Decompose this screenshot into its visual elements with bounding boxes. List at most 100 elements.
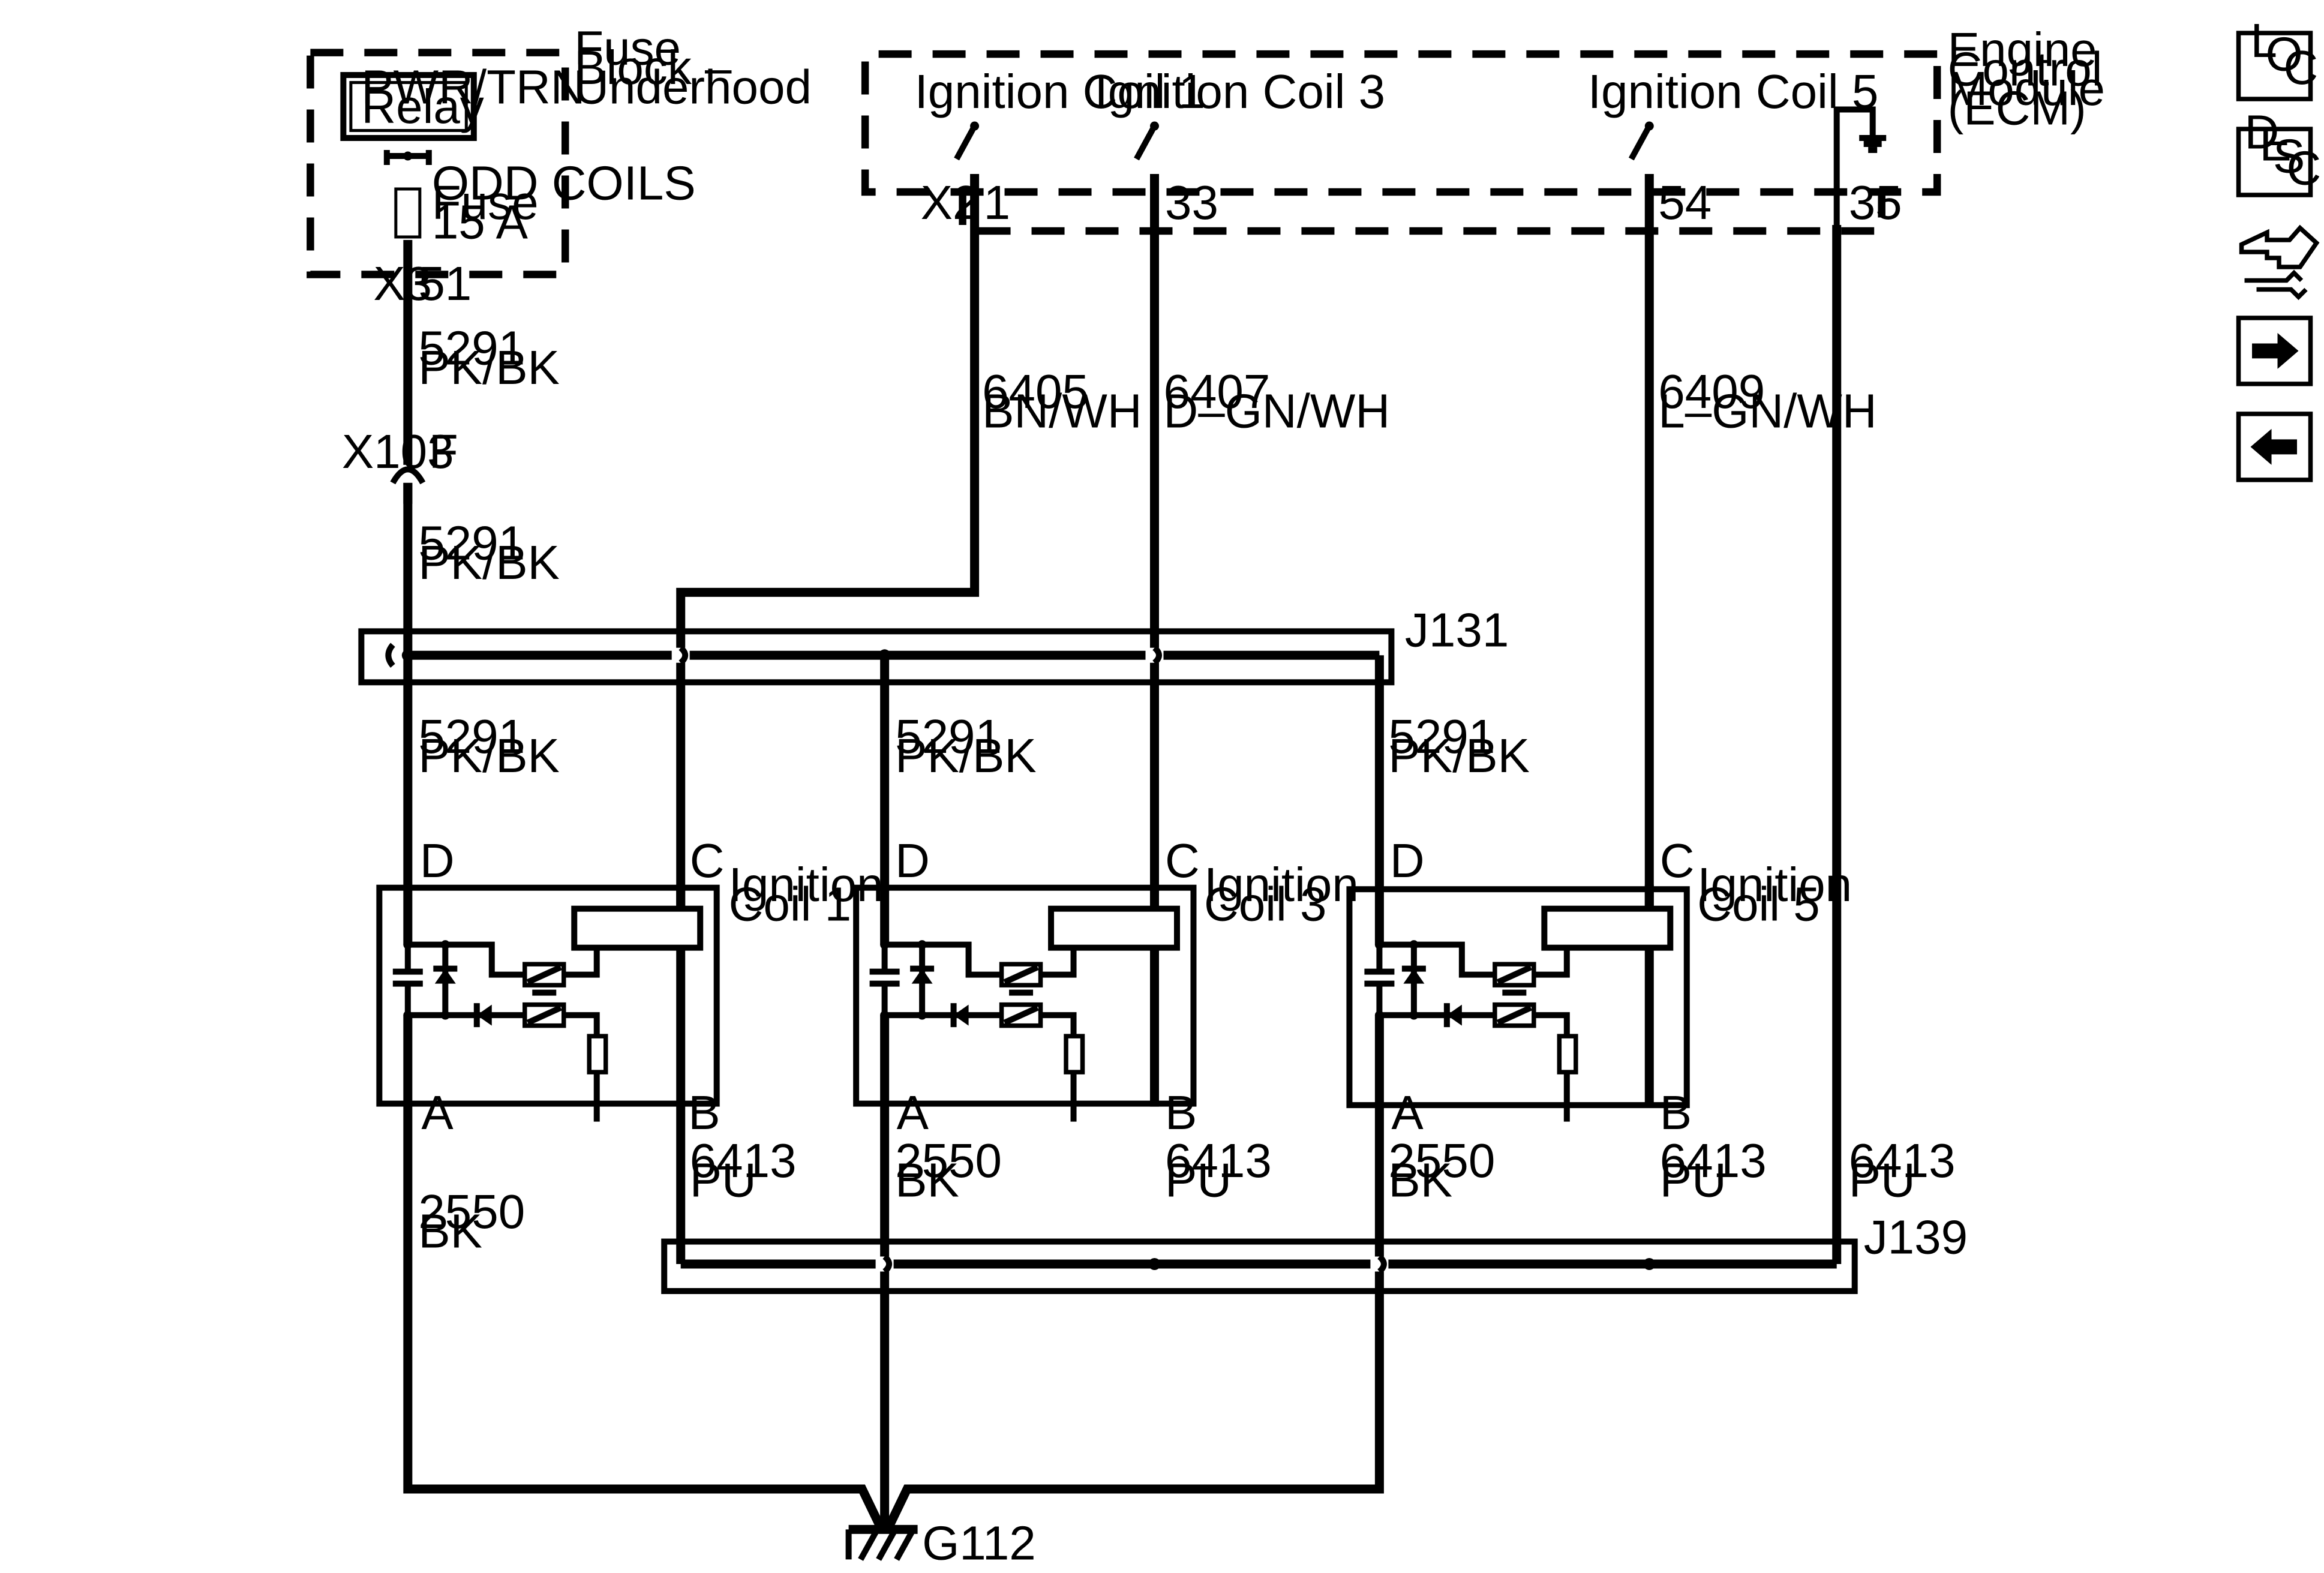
coil1-pin-a: A [421, 1086, 454, 1139]
coil5-pin-c: C [1660, 834, 1695, 887]
splice-j139: J139 [661, 1211, 1968, 1295]
connector-end-view-icon [2239, 224, 2320, 301]
wire-6413-label-a1: 6413 [690, 1134, 797, 1187]
wire-6413-circuit [676, 224, 1842, 1271]
ignition-coil-1: Ignition Coil 1 D C A B [376, 834, 884, 1139]
wire-2550-ground-circuit [403, 1015, 1387, 1532]
fuse-label-2: Fuse [432, 176, 539, 229]
ecm-pin-1: 1 [984, 176, 1010, 229]
desc-icon: D E S C [2245, 106, 2322, 195]
coil1-pin-c: C [690, 834, 725, 887]
previous-arrow-icon [2250, 428, 2298, 465]
loc-letter-o: O [2266, 28, 2303, 81]
splice-j131-label: J131 [1405, 603, 1509, 656]
wire-6413-label-b2: PU [1165, 1154, 1232, 1207]
fuse-block-underhood: Fuse Block – Underhood PWR/TRN Relay ODD… [307, 22, 812, 310]
wire-6413-label-d1: 6413 [1849, 1134, 1956, 1187]
ecm-driver-coil-1: Ignition Coil 1 [915, 65, 1206, 118]
wire-5291-coil5-label-2: PK/BK [1388, 729, 1530, 782]
coil5-name-2: Coil 5 [1697, 878, 1819, 931]
coil5-name-1: Ignition [1697, 858, 1852, 911]
next-arrow-icon [2252, 332, 2299, 369]
wire-6409-label-1: 6409 [1658, 365, 1765, 418]
desc-letter-d: D [2245, 106, 2280, 159]
fuse-block-title-2: Block – [574, 41, 732, 94]
desc-letter-c: C [2287, 142, 2322, 195]
splice-j131: J131 [358, 603, 1509, 686]
wire-5291-coil3-label-1: 5291 [895, 710, 1002, 763]
previous-button[interactable] [2236, 412, 2313, 482]
wire-6413-label-c2: PU [1660, 1154, 1727, 1207]
desc-button[interactable]: D E S C [2236, 106, 2322, 197]
coil3-pin-d: D [895, 834, 930, 887]
coil1-pin-b: B [688, 1086, 720, 1139]
wire-2550-label-c1: 2550 [1388, 1134, 1495, 1187]
connector-x103-name: X103 [342, 425, 454, 478]
ecm-title-4: (ECM) [1948, 82, 2086, 135]
wire-6405-label-2: BN/WH [982, 384, 1142, 437]
coil5-pin-d: D [1390, 834, 1425, 887]
coil5-pin-b: B [1660, 1086, 1692, 1139]
wire-2550-label-b1: 2550 [895, 1134, 1002, 1187]
wire-6407-label-2: D–GN/WH [1163, 384, 1390, 437]
wire-5291-coil1-label-1: 5291 [418, 710, 525, 763]
wire-2550-label-c2: BK [1388, 1154, 1452, 1207]
odd-coils-fuse: ODD COILS Fuse 15 A [394, 157, 696, 248]
ecm-pin-54: 54 [1658, 176, 1712, 229]
wire-6405-label-1: 6405 [982, 365, 1089, 418]
wire-6413-label-c1: 6413 [1660, 1134, 1767, 1187]
ecm-title-1: Engine [1948, 23, 2097, 76]
ecm-connector: X2 [921, 176, 980, 229]
ecm-driver-coil-5: Ignition Coil 5 [1588, 65, 1879, 118]
coil3-name-1: Ignition [1204, 858, 1359, 911]
fuse-block-title-1: Fuse [574, 22, 681, 75]
wire-5291-label-b1: 5291 [418, 516, 525, 569]
loc-letter-l: L [2251, 14, 2277, 67]
loc-icon: L O C [2251, 14, 2319, 94]
coil5-pin-a: A [1391, 1086, 1424, 1139]
ecm-pin-35: 35 [1849, 176, 1902, 229]
wire-2550-label-a1: 2550 [418, 1185, 525, 1238]
coil3-pin-a: A [897, 1086, 929, 1139]
connector-x103-pin: F [429, 425, 458, 478]
wire-5291-coil5-label-1: 5291 [1388, 710, 1495, 763]
fuse-block-title-3: Underhood [574, 61, 812, 114]
connector-end-view-button[interactable] [2239, 224, 2320, 301]
wire-6407-label-1: 6407 [1163, 365, 1270, 418]
wire-5291-coil3-label-2: PK/BK [895, 729, 1037, 782]
coil1-name-2: Coil 1 [729, 878, 851, 931]
loc-letter-c: C [2284, 41, 2319, 94]
ground-g112-label: G112 [922, 1516, 1036, 1569]
coil3-pin-c: C [1165, 834, 1200, 887]
wire-6407 [1150, 174, 1162, 908]
relay-label-1: PWR/TRN [361, 61, 585, 114]
ignition-coil-3: Ignition Coil 3 D C A B [853, 834, 1359, 1139]
wire-6413-label-b1: 6413 [1165, 1134, 1272, 1187]
desc-letter-s: S [2273, 130, 2305, 183]
next-button[interactable] [2236, 316, 2313, 386]
wire-5291-label-a2: PK/BK [418, 341, 560, 394]
ecm-ground-symbol [1833, 106, 1887, 248]
wire-5291-label-a1: 5291 [418, 321, 525, 374]
wire-5291-coil1-label-2: PK/BK [418, 729, 560, 782]
wire-5291-label-b2: PK/BK [418, 536, 560, 589]
wire-2550-label-b2: BK [895, 1154, 959, 1207]
connector-x103: X103 F [342, 425, 458, 504]
coil3-name-2: Coil 3 [1204, 878, 1326, 931]
splice-j139-label: J139 [1864, 1211, 1968, 1264]
pwr-trn-relay: PWR/TRN Relay [340, 61, 585, 166]
ecm-driver-coil-3: Ignition Coil 3 [1095, 65, 1386, 118]
wire-6405 [676, 174, 980, 908]
ecm-switches [954, 121, 1654, 161]
relay-label-2: Relay [361, 80, 484, 133]
ecm-title-3: Module [1948, 62, 2105, 115]
ignition-coil-5: Ignition Coil 5 D C A B [1346, 834, 1852, 1139]
fuse-label-1: ODD COILS [432, 157, 696, 210]
wire-2550-label-a2: BK [418, 1205, 482, 1258]
fuse-block-pin: 51 [418, 257, 472, 310]
loc-button[interactable]: L O C [2236, 14, 2319, 101]
coil1-pin-d: D [420, 834, 455, 887]
engine-control-module: Engine Control Module (ECM) Ignition Coi… [861, 23, 2105, 248]
wire-6413-label-a2: PU [690, 1154, 756, 1207]
